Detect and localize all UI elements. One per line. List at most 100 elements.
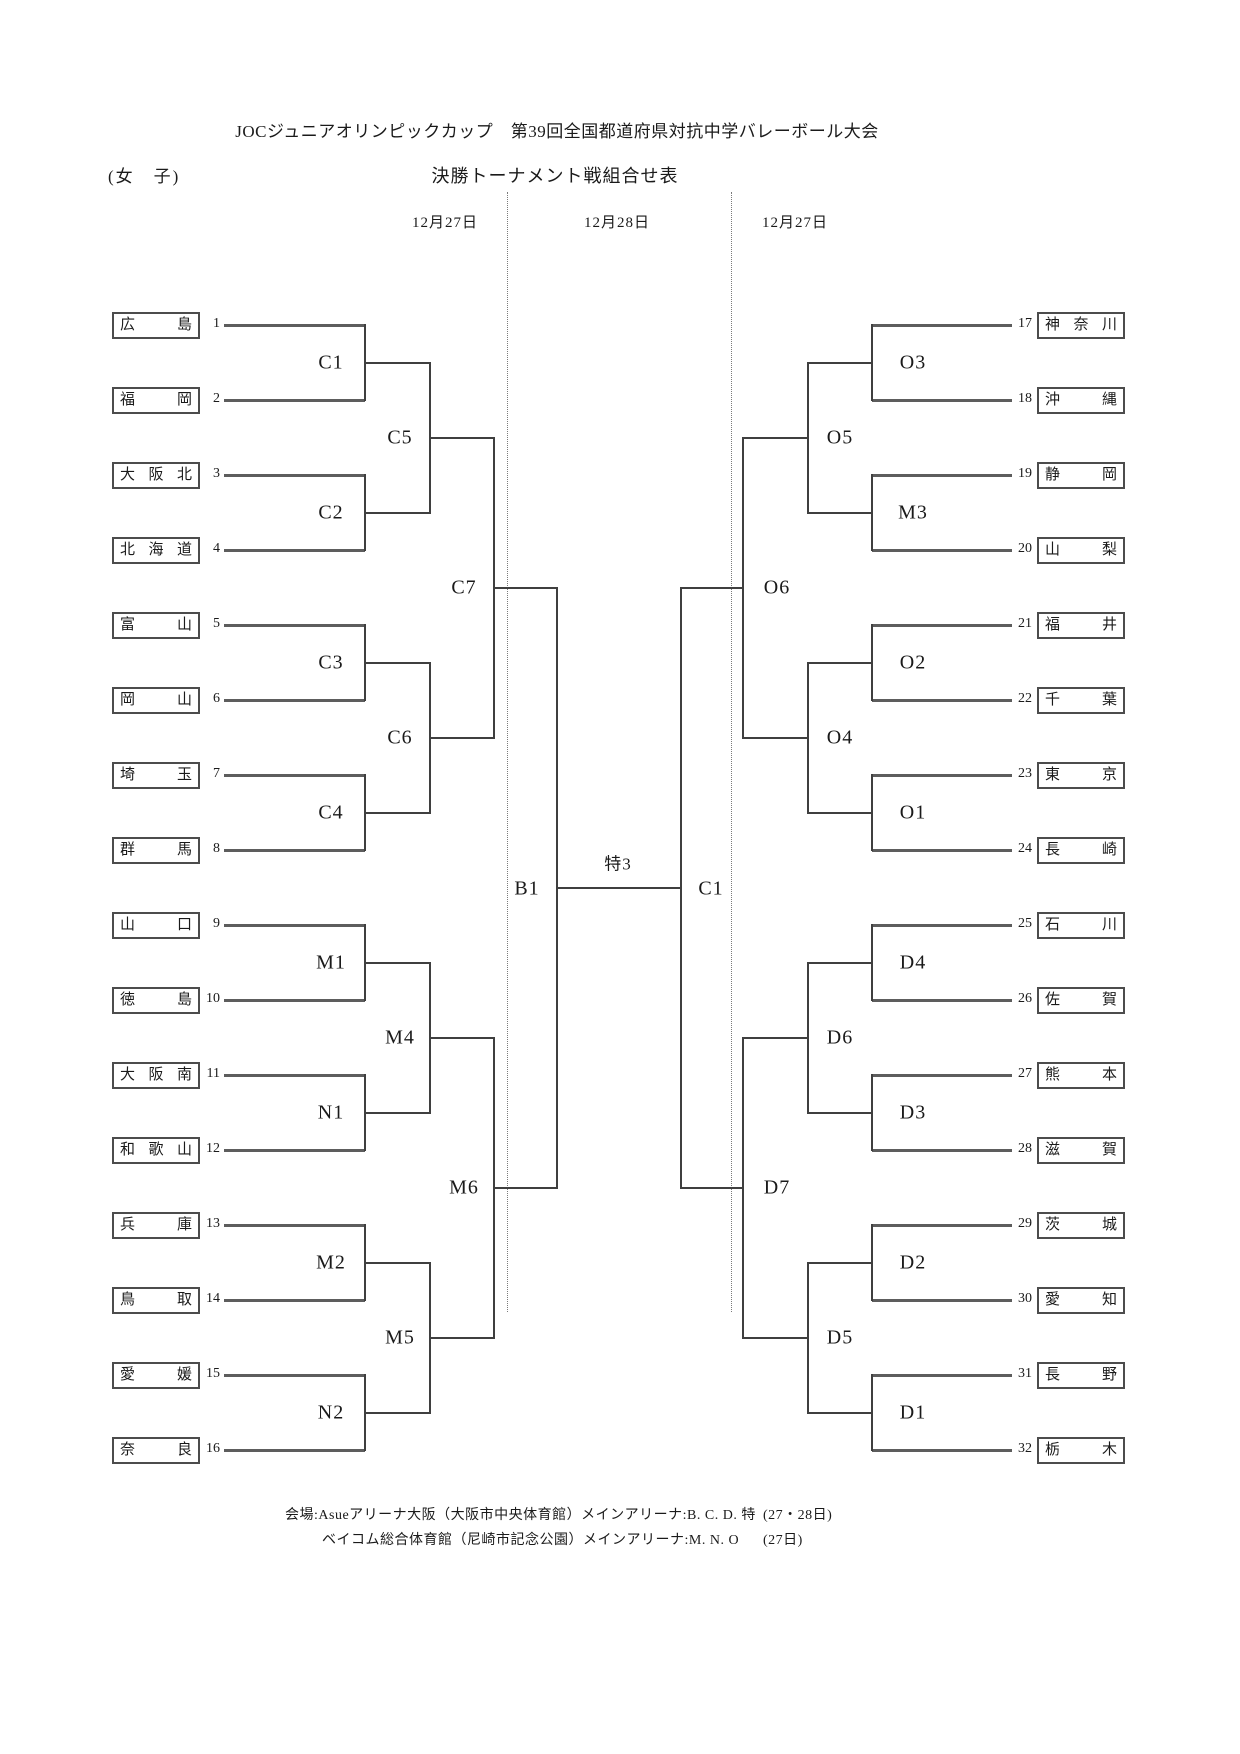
team-name-char: 広: [120, 317, 136, 333]
seed-number-30: 30: [1018, 1291, 1032, 1306]
winner-line-r2: [743, 736, 808, 739]
seed-number-11: 11: [206, 1066, 220, 1081]
winner-line-r2: [743, 1336, 808, 1339]
team-box-2: 福岡: [112, 387, 200, 414]
seed-number-26: 26: [1018, 991, 1032, 1006]
team-name-char: 石: [1045, 917, 1061, 933]
team-line: [872, 1073, 1012, 1077]
winner-line-r1: [365, 511, 430, 514]
team-name-char: 島: [176, 992, 192, 1008]
team-box-5: 富山: [112, 612, 200, 639]
team-name-char: 岡: [176, 392, 192, 408]
team-name-char: 川: [1101, 917, 1117, 933]
team-box-32: 栃木: [1037, 1437, 1125, 1464]
team-box-19: 静岡: [1037, 462, 1125, 489]
team-name-char: 良: [176, 1442, 192, 1458]
seed-number-28: 28: [1018, 1141, 1032, 1156]
team-name-char: 奈: [120, 1442, 136, 1458]
team-line: [872, 1298, 1012, 1302]
team-name-char: 賀: [1101, 1142, 1117, 1158]
team-name-char: 愛: [1045, 1292, 1061, 1308]
team-name-char: 北: [176, 467, 192, 483]
team-name-char: 賀: [1101, 992, 1117, 1008]
team-box-18: 沖縄: [1037, 387, 1125, 414]
winner-line-r1: [808, 1261, 872, 1264]
team-name-char: 海: [148, 542, 164, 558]
match-label-c7: C7: [451, 576, 477, 598]
seed-number-1: 1: [213, 316, 220, 331]
bracket-vline-r1: [871, 624, 873, 701]
bracket-vline-r2: [807, 661, 809, 814]
team-box-23: 東京: [1037, 762, 1125, 789]
team-box-16: 奈良: [112, 1437, 200, 1464]
seed-number-15: 15: [206, 1366, 220, 1381]
gender-category-label: (女 子): [108, 167, 181, 186]
seed-number-9: 9: [213, 916, 220, 931]
team-name-char: 阪: [148, 467, 164, 483]
team-name-char: 佐: [1045, 992, 1061, 1008]
winner-line-r2: [430, 736, 494, 739]
match-label-m5: M5: [385, 1326, 415, 1348]
team-box-9: 山口: [112, 912, 200, 939]
seed-number-18: 18: [1018, 391, 1032, 406]
team-name-char: 千: [1045, 692, 1061, 708]
team-name-char: 和: [120, 1142, 136, 1158]
seed-number-27: 27: [1018, 1066, 1032, 1081]
match-label-o5: O5: [826, 426, 854, 448]
match-label-c4: C4: [318, 801, 344, 823]
team-box-4: 北海道: [112, 537, 200, 564]
team-line: [872, 698, 1012, 702]
team-box-31: 長野: [1037, 1362, 1125, 1389]
column-divider-right: [731, 192, 732, 1312]
venue-line-2-dates: (27日): [763, 1533, 803, 1548]
bracket-vline-r1: [871, 774, 873, 851]
team-name-char: 川: [1101, 317, 1117, 333]
match-label-m4: M4: [385, 1026, 415, 1048]
team-name-char: 埼: [120, 767, 136, 783]
team-line: [224, 623, 365, 627]
winner-line-r1: [365, 661, 430, 664]
match-label-d5: D5: [826, 1326, 854, 1348]
seed-number-14: 14: [206, 1291, 220, 1306]
team-line: [224, 773, 365, 777]
team-name-char: 野: [1101, 1367, 1117, 1383]
team-name-char: 島: [176, 317, 192, 333]
page-title: JOCジュニアオリンピックカップ 第39回全国都道府県対抗中学バレーボール大会: [235, 122, 879, 141]
match-label-d3: D3: [899, 1101, 927, 1123]
team-box-17: 神奈川: [1037, 312, 1125, 339]
team-box-12: 和歌山: [112, 1137, 200, 1164]
winner-line-r1: [365, 1261, 430, 1264]
team-line: [224, 1223, 365, 1227]
match-label-c3: C3: [318, 651, 344, 673]
team-line: [872, 923, 1012, 927]
match-label-m3: M3: [898, 501, 928, 523]
team-name-char: 大: [120, 467, 136, 483]
team-name-char: 福: [120, 392, 136, 408]
team-name-char: 梨: [1101, 542, 1117, 558]
winner-line-r2: [430, 1036, 494, 1039]
team-box-22: 千葉: [1037, 687, 1125, 714]
team-name-char: 馬: [176, 842, 192, 858]
winner-line-r2: [430, 436, 494, 439]
team-name-char: 群: [120, 842, 136, 858]
match-label-d6: D6: [826, 1026, 854, 1048]
winner-line-r1: [808, 811, 872, 814]
seed-number-10: 10: [206, 991, 220, 1006]
team-name-char: 京: [1101, 767, 1117, 783]
team-line: [872, 1148, 1012, 1152]
date-label-center: 12月28日: [583, 215, 651, 231]
team-name-char: 兵: [120, 1217, 136, 1233]
team-name-char: 井: [1101, 617, 1117, 633]
team-name-char: 山: [176, 692, 192, 708]
match-label-c1: C1: [698, 877, 724, 899]
team-box-3: 大阪北: [112, 462, 200, 489]
team-line: [224, 698, 365, 702]
team-name-char: 庫: [176, 1217, 192, 1233]
team-name-char: 富: [120, 617, 136, 633]
winner-line-r3: [681, 1186, 743, 1189]
seed-number-31: 31: [1018, 1366, 1032, 1381]
team-box-20: 山梨: [1037, 537, 1125, 564]
team-name-char: 山: [176, 1142, 192, 1158]
venue-line-1-dates: (27・28日): [763, 1508, 833, 1523]
winner-line-r3: [494, 1186, 557, 1189]
